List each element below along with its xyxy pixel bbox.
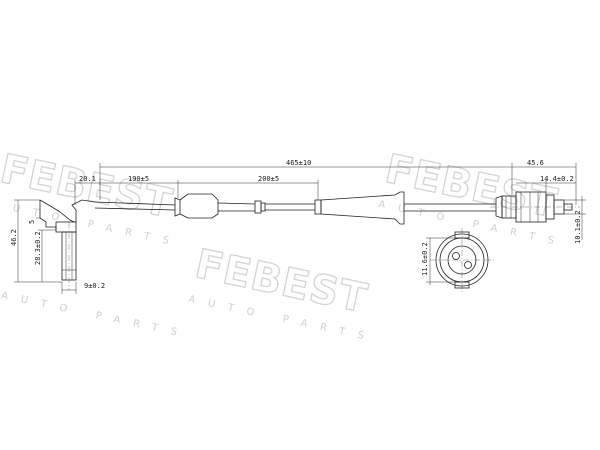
dim-sensor-offset: 5 bbox=[28, 220, 36, 224]
dim-left-offset: 20.1 bbox=[79, 175, 96, 183]
dimension-lines bbox=[14, 163, 586, 294]
sensor-connector bbox=[490, 191, 580, 223]
connector-end-view bbox=[430, 228, 494, 292]
dim-first-clip: 190±5 bbox=[128, 175, 149, 183]
sensor-head bbox=[39, 199, 96, 290]
dim-socket-diameter: 11.6±0.2 bbox=[421, 242, 429, 276]
dim-connector-height: 10.1±0.2 bbox=[574, 210, 582, 244]
dim-sensor-body: 28.3±0.2 bbox=[34, 231, 42, 265]
dimension-labels: 465±10 20.1 190±5 200±5 45.6 14.4±0.2 10… bbox=[10, 159, 582, 290]
dim-total-length: 465±10 bbox=[286, 159, 311, 167]
watermark-tagline-4: AUTO PARTS bbox=[0, 290, 190, 341]
dim-connector-diameter: 14.4±0.2 bbox=[540, 175, 574, 183]
dim-connector-length: 45.6 bbox=[527, 159, 544, 167]
sensor-cable bbox=[94, 191, 496, 225]
dim-second-clip: 200±5 bbox=[258, 175, 279, 183]
dim-sensor-width: 9±0.2 bbox=[84, 282, 105, 290]
dim-sensor-height: 46.2 bbox=[10, 229, 18, 246]
